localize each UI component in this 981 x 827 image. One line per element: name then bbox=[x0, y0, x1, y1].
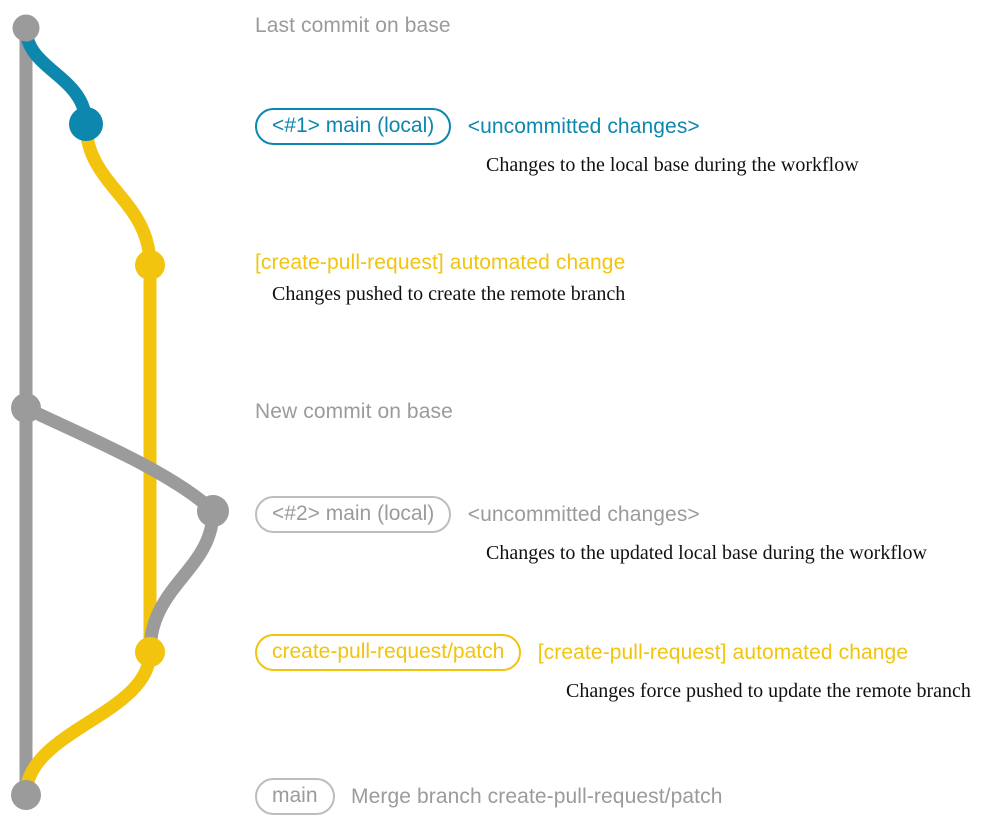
node-local-commit-2[interactable] bbox=[197, 495, 229, 527]
subject-automated-change-create: [create-pull-request] automated change bbox=[255, 251, 626, 274]
description-local-1: Changes to the local base during the wor… bbox=[486, 154, 859, 176]
node-merge-commit[interactable] bbox=[11, 780, 41, 810]
row-patch-update: create-pull-request/patch [create-pull-r… bbox=[255, 634, 971, 703]
edge-patch2-to-merge bbox=[19, 645, 157, 802]
edge-local2-to-patch2 bbox=[143, 504, 220, 659]
node-patch-commit-2[interactable] bbox=[135, 637, 165, 667]
edge-local1-to-patch1 bbox=[79, 117, 157, 272]
badge-create-pull-request-patch[interactable]: create-pull-request/patch bbox=[255, 634, 522, 671]
badge-main-local-1[interactable]: <#1> main (local) bbox=[255, 108, 452, 145]
node-base-head[interactable] bbox=[12, 14, 40, 42]
row-local-1: <#1> main (local) <uncommitted changes> … bbox=[255, 108, 859, 177]
row-merge: main Merge branch create-pull-request/pa… bbox=[255, 778, 722, 815]
node-base-new[interactable] bbox=[11, 393, 41, 423]
row-local-2: <#2> main (local) <uncommitted changes> … bbox=[255, 496, 927, 565]
subject-uncommitted-changes-1: <uncommitted changes> bbox=[467, 114, 700, 138]
badge-main-local-2[interactable]: <#2> main (local) bbox=[255, 496, 452, 533]
subject-automated-change-update: [create-pull-request] automated change bbox=[537, 640, 909, 664]
section-header-last-commit: Last commit on base bbox=[255, 14, 451, 37]
description-patch-create: Changes pushed to create the remote bran… bbox=[272, 283, 626, 305]
subject-uncommitted-changes-2: <uncommitted changes> bbox=[467, 502, 700, 526]
subject-merge-branch: Merge branch create-pull-request/patch bbox=[350, 784, 723, 808]
badge-main[interactable]: main bbox=[255, 778, 335, 815]
commit-nodes bbox=[11, 14, 229, 810]
node-patch-commit-1[interactable] bbox=[135, 250, 165, 280]
edge-basenew-to-local2 bbox=[19, 401, 220, 518]
description-patch-update: Changes force pushed to update the remot… bbox=[566, 680, 971, 702]
row-patch-create: [create-pull-request] automated change C… bbox=[255, 252, 625, 306]
row-last-commit-on-base: Last commit on base bbox=[255, 14, 451, 38]
node-local-commit-1[interactable] bbox=[69, 107, 103, 141]
description-local-2: Changes to the updated local base during… bbox=[486, 542, 927, 564]
section-header-new-commit: New commit on base bbox=[255, 400, 453, 423]
row-new-commit-on-base: New commit on base bbox=[255, 400, 453, 424]
